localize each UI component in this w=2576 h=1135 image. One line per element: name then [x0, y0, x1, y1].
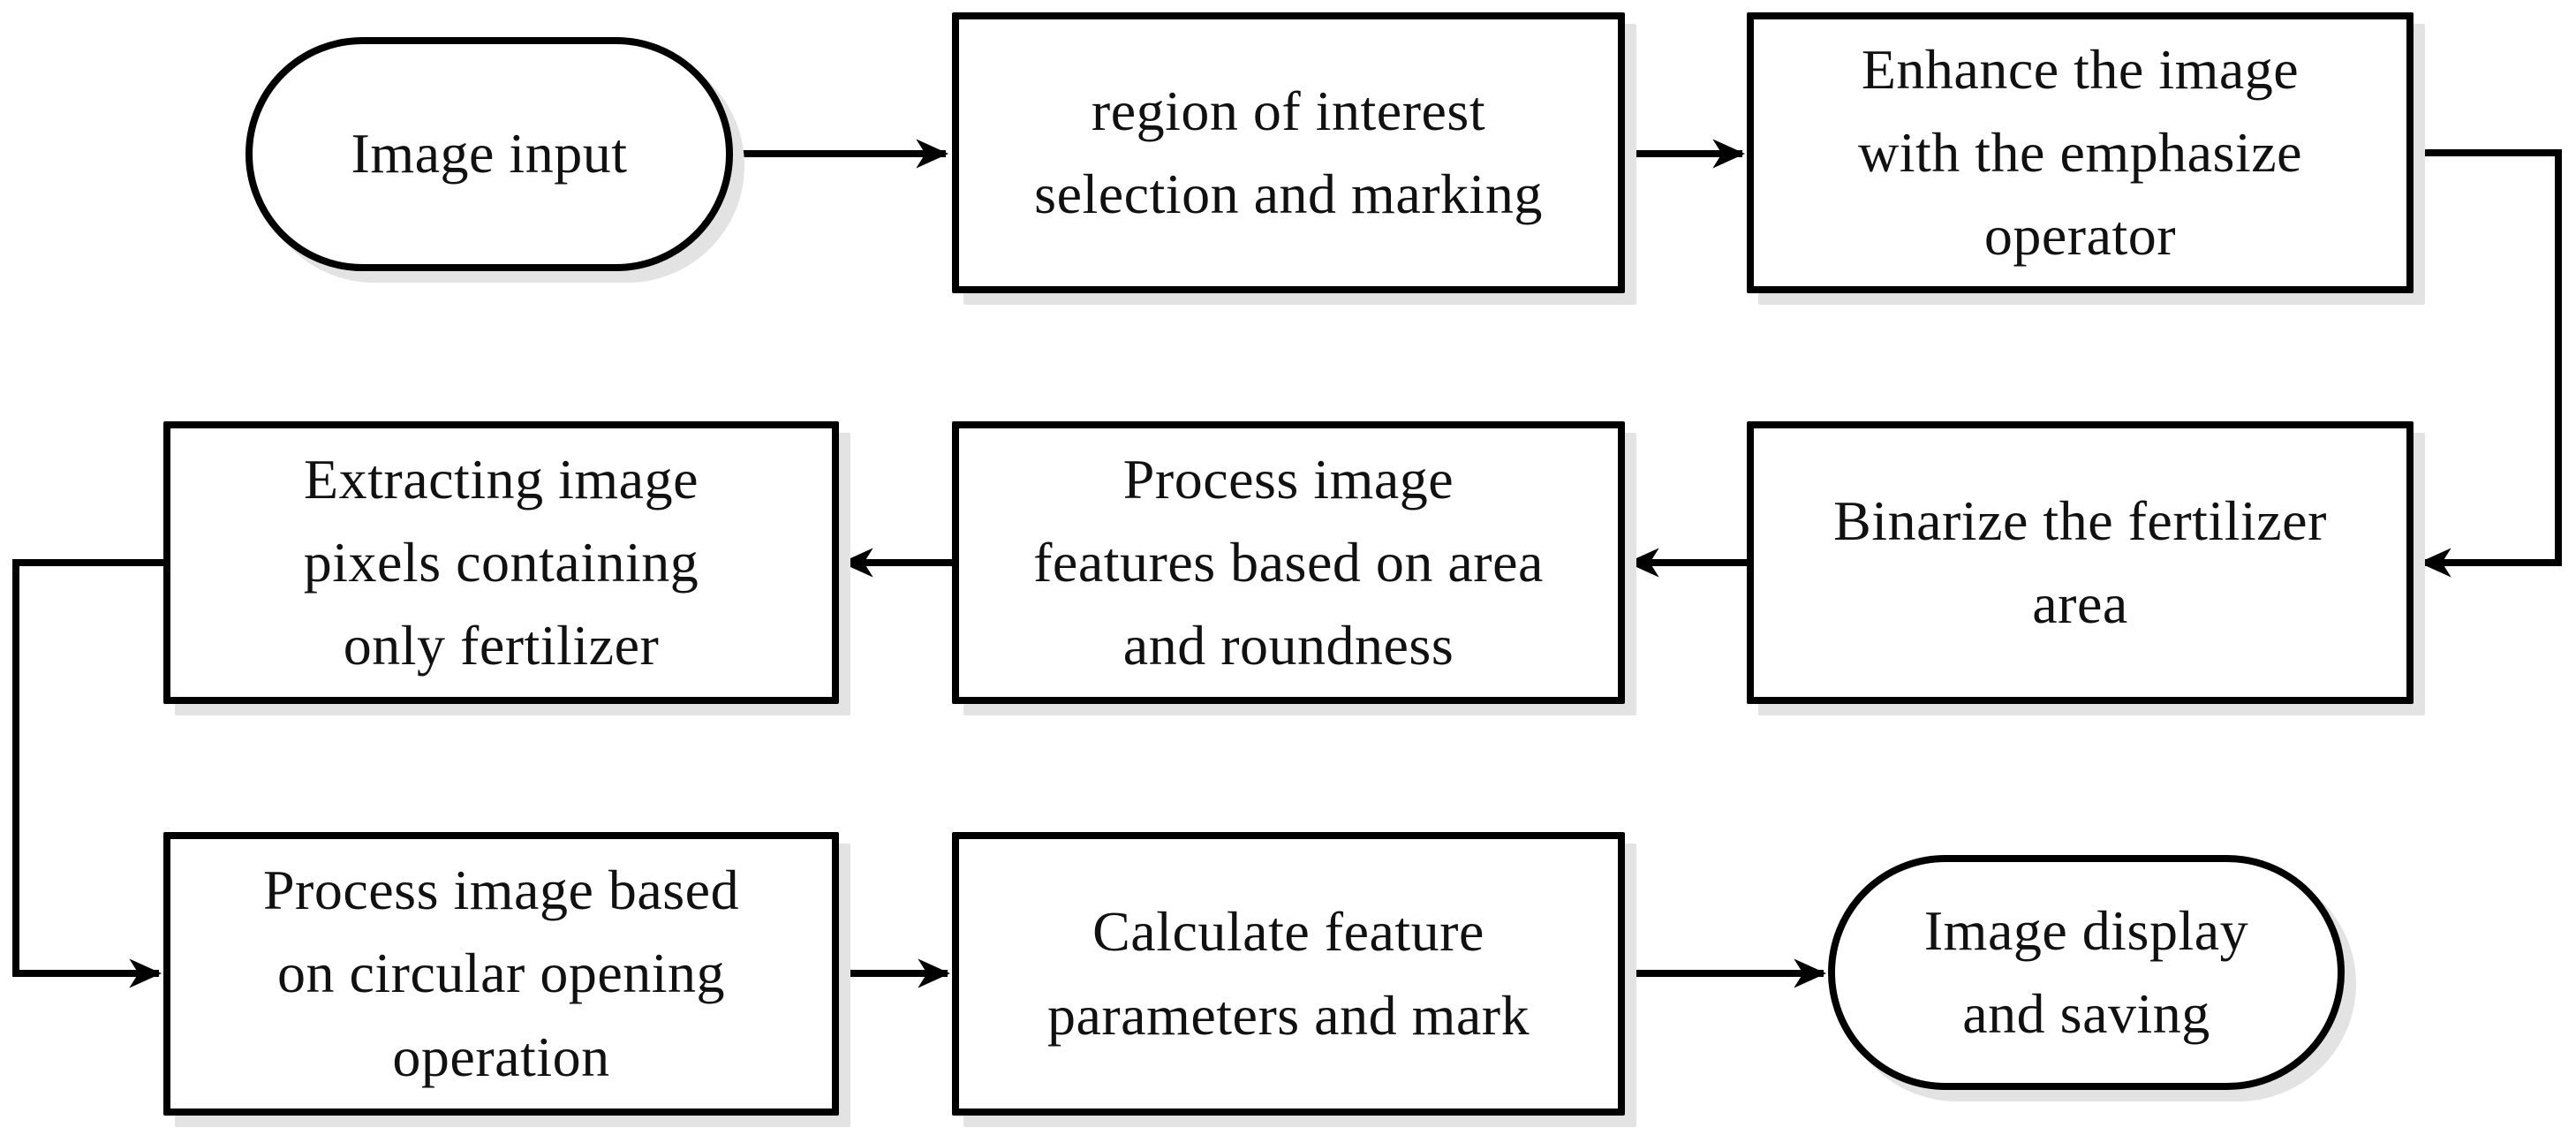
node-circular-opening: Process image based on circular opening …: [163, 832, 839, 1116]
node-label: Extracting image pixels containing only …: [303, 447, 699, 677]
node-process-features: Process image features based on area and…: [952, 421, 1625, 704]
node-label: Image display and saving: [1923, 898, 2249, 1045]
node-label: region of interest selection and marking: [1034, 79, 1543, 225]
node-calculate-parameters: Calculate feature parameters and mark: [952, 832, 1625, 1116]
node-image-display-saving: Image display and saving: [1828, 855, 2345, 1090]
node-label: Process image features based on area and…: [1033, 447, 1544, 677]
node-label: Process image based on circular opening …: [262, 859, 740, 1088]
node-binarize-area: Binarize the fertilizer area: [1747, 421, 2414, 704]
connector-enhance-emphasize-to-binarize-area: [2414, 149, 2562, 578]
node-label: Enhance the image with the emphasize ope…: [1857, 37, 2303, 268]
node-image-input: Image input: [246, 37, 733, 271]
node-label: Binarize the fertilizer area: [1833, 488, 2327, 635]
node-enhance-emphasize: Enhance the image with the emphasize ope…: [1747, 12, 2414, 293]
node-label: Calculate feature parameters and mark: [1046, 900, 1530, 1047]
node-roi-selection: region of interest selection and marking: [952, 12, 1625, 293]
connector-extract-pixels-to-circular-opening: [12, 559, 163, 988]
node-extract-pixels: Extracting image pixels containing only …: [163, 421, 839, 704]
node-label: Image input: [351, 122, 628, 185]
